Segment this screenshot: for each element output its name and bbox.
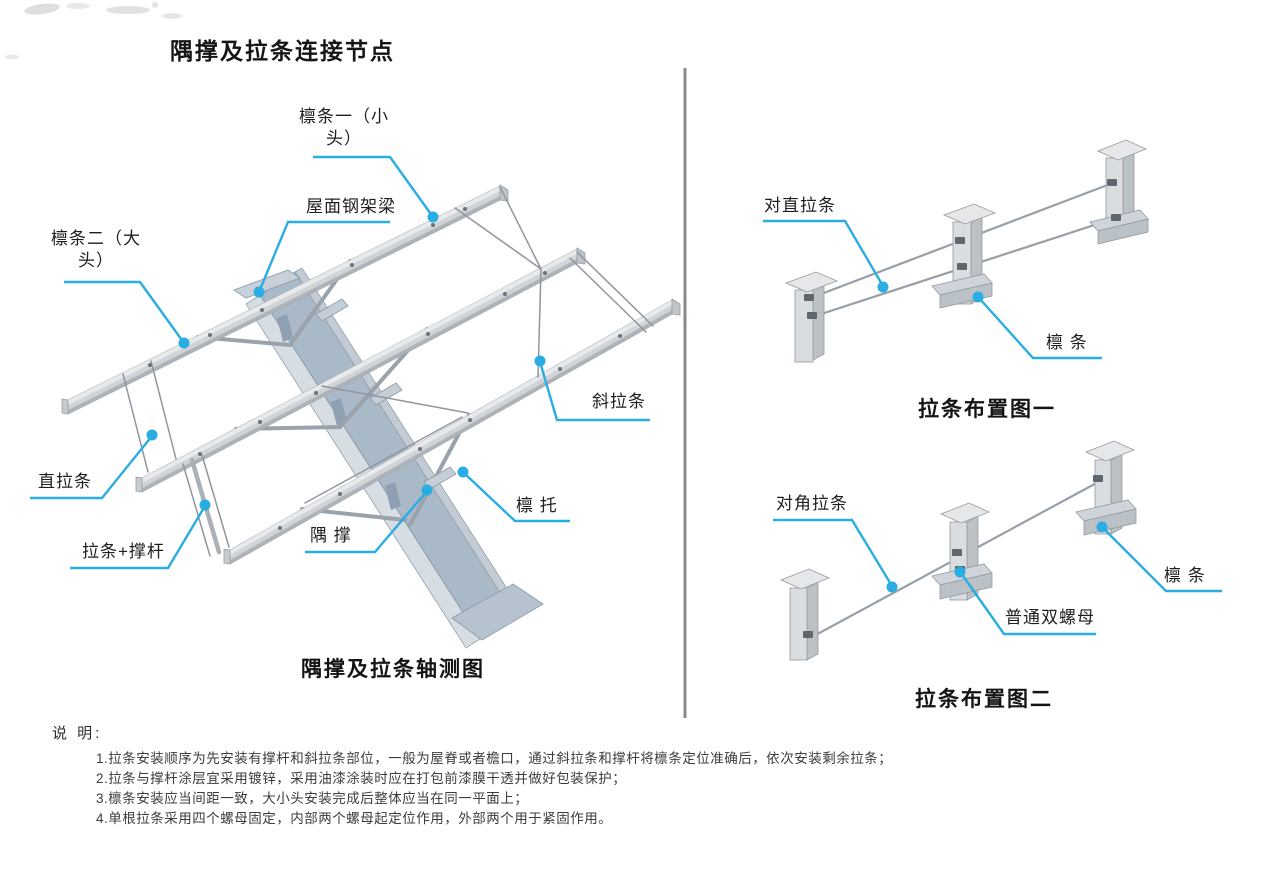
tie-layout-1 <box>784 139 1149 363</box>
label-purlin-bracket: 檩 托 <box>516 496 558 515</box>
scan-smudges <box>5 2 182 60</box>
label-purlin-two-line1: 檩条二（大 <box>51 229 141 248</box>
purlin-2 <box>135 247 586 493</box>
post-middle <box>931 203 997 309</box>
label-diagonal-tie-2: 对角拉条 <box>776 494 848 513</box>
purlin-bolts <box>148 207 622 530</box>
label-roof-beam: 屋面钢架梁 <box>306 197 396 216</box>
purlin-1 <box>61 184 509 415</box>
leader-tie-strut <box>70 499 211 570</box>
leader-straight-tie <box>30 429 158 500</box>
leader-purlin1 <box>313 155 439 223</box>
label-knee-brace: 隅 撑 <box>310 526 352 545</box>
caption-tie-layout-1: 拉条布置图一 <box>918 398 1056 421</box>
notes-heading: 说 明: <box>52 725 103 742</box>
post-left <box>779 568 831 661</box>
tie-rods <box>122 186 654 557</box>
leader-roof-beam <box>253 220 390 298</box>
tie-layout-2 <box>779 440 1137 661</box>
leader-purlin-top-right <box>972 291 1102 360</box>
leader-lines <box>30 155 1222 636</box>
label-purlin-two: 檩条二（大 头） <box>48 228 144 272</box>
purlin-3 <box>223 298 681 565</box>
leader-diagonal-tie <box>534 355 650 422</box>
label-tie-with-strut: 拉条+撑杆 <box>82 542 165 561</box>
post-right <box>1089 139 1149 245</box>
axonometric-diagram <box>61 184 681 649</box>
note-item: 1.拉条安装顺序为先安装有撑杆和斜拉条部位，一般为屋脊或者檐口，通过斜拉条和撑杆… <box>96 751 893 766</box>
caption-axonometric: 隅撑及拉条轴测图 <box>301 658 485 681</box>
straight-tie-rod <box>122 373 149 473</box>
caption-tie-layout-2: 拉条布置图二 <box>915 688 1053 711</box>
note-item: 3.檩条安装应当间距一致，大小头安装完成后整体应当在同一平面上； <box>96 791 529 806</box>
notes-section: 说 明: 1.拉条安装顺序为先安装有撑杆和斜拉条部位，一般为屋脊或者檐口，通过斜… <box>52 722 1242 829</box>
label-purlin-two-line2: 头） <box>78 251 114 270</box>
leader-purlin-bottom-right <box>1096 521 1222 593</box>
label-purlin-one: 檩条一（小 头） <box>296 106 392 150</box>
leader-purlin2 <box>64 280 190 349</box>
label-purlin-bottom-right: 檩 条 <box>1164 566 1206 585</box>
leader-knee-brace <box>305 484 433 554</box>
label-purlin-one-line2: 头） <box>326 129 362 148</box>
post-left <box>784 271 839 363</box>
leader-purlin-bracket <box>457 466 570 523</box>
beam-end-plate <box>233 269 301 299</box>
note-item: 4.单根拉条采用四个螺母固定，内部两个螺母起定位作用，外部两个用于紧固作用。 <box>96 811 613 826</box>
notes-list: 1.拉条安装顺序为先安装有撑杆和斜拉条部位，一般为屋脊或者檐口，通过斜拉条和撑杆… <box>52 749 1242 829</box>
label-purlin-top-right: 檩 条 <box>1046 333 1088 352</box>
leader-aligned-tie <box>763 219 889 293</box>
leader-double-nut <box>954 566 1096 636</box>
label-straight-tie: 直拉条 <box>38 472 92 491</box>
purlin-support-brackets <box>315 298 457 490</box>
page-title: 隅撑及拉条连接节点 <box>170 38 395 64</box>
label-double-nut: 普通双螺母 <box>1005 608 1095 627</box>
rod-nuts <box>804 179 1121 319</box>
note-item: 2.拉条与撑杆涂层宜采用镀锌，采用油漆涂装时应在打包前漆膜干透并做好包装保护； <box>96 771 627 786</box>
leader-diagonal-tie-2 <box>773 518 898 593</box>
label-purlin-one-line1: 檩条一（小 <box>299 107 389 126</box>
label-diagonal-tie: 斜拉条 <box>592 392 646 411</box>
beam-bottom-flange <box>451 583 544 641</box>
label-aligned-tie: 对直拉条 <box>764 196 836 215</box>
